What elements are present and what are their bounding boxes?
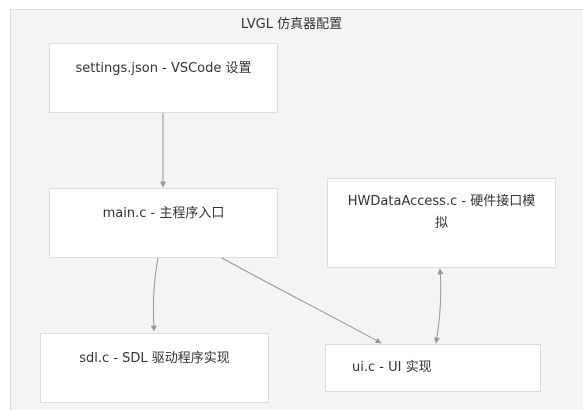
node-settings-label: settings.json - VSCode 设置 bbox=[75, 61, 252, 76]
node-main: main.c - 主程序入口 bbox=[49, 188, 278, 258]
node-sdl-label: sdl.c - SDL 驱动程序实现 bbox=[79, 351, 230, 366]
node-ui-label: ui.c - UI 实现 bbox=[352, 360, 432, 375]
group-title: LVGL 仿真器配置 bbox=[240, 17, 343, 32]
node-hwdata-label: HWDataAccess.c - 硬件接口模拟 bbox=[347, 194, 536, 231]
node-hwdata: HWDataAccess.c - 硬件接口模拟 bbox=[327, 178, 556, 268]
node-main-label: main.c - 主程序入口 bbox=[102, 206, 225, 221]
node-settings: settings.json - VSCode 设置 bbox=[49, 43, 278, 113]
node-sdl: sdl.c - SDL 驱动程序实现 bbox=[40, 333, 269, 403]
node-ui: ui.c - UI 实现 bbox=[325, 344, 541, 392]
